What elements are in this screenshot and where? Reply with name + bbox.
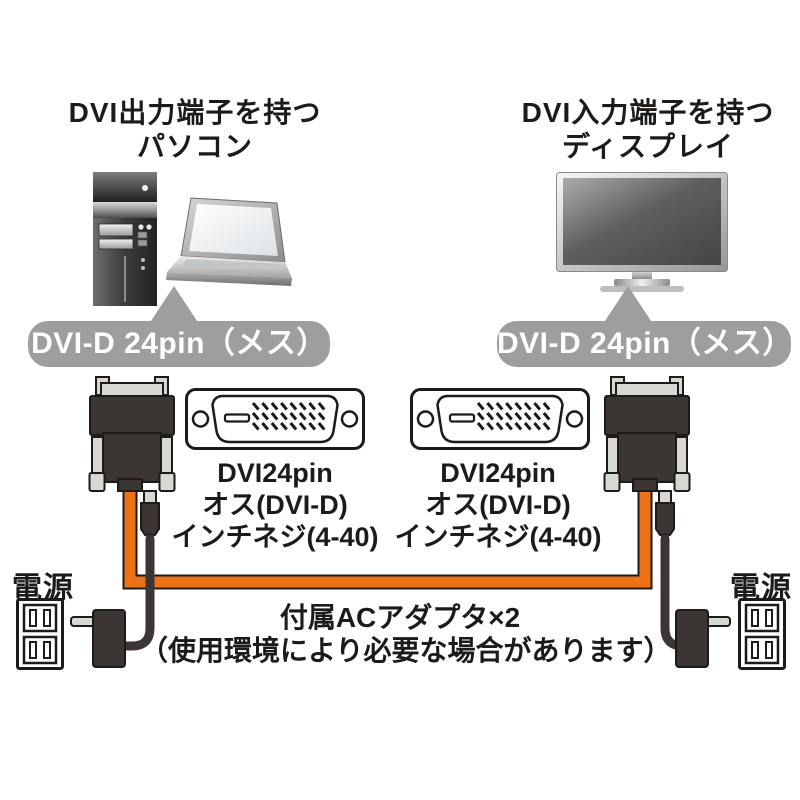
plug-spec-left-line2: オス(DVI-D) (202, 490, 348, 520)
ac-adapter-note-line2: （使用環境により必要な場合があります） (140, 635, 672, 666)
ac-adapter-left (70, 609, 126, 668)
dc-cable-left (121, 538, 155, 651)
source-device-title: DVI出力端子を持つ パソコン (40, 96, 350, 164)
monitor-icon (556, 172, 728, 292)
dvi-cable (122, 485, 653, 590)
outlet-right (738, 598, 786, 670)
dvi-faceplate-right (410, 388, 590, 450)
plug-spec-right-line2: オス(DVI-D) (425, 490, 571, 520)
connector-label-right: DVI-D 24pin（メス） (497, 321, 792, 367)
display-device-title-line2: ディスプレイ (561, 131, 735, 162)
dvi-plug-side-right (603, 376, 691, 492)
laptop-icon (166, 197, 292, 286)
dvi-plug-side-left (88, 376, 176, 492)
plug-spec-right: DVI24pin オス(DVI-D) インチネジ(4-40) (373, 457, 623, 553)
ac-adapter-right (675, 609, 731, 668)
callout-arrow-left (149, 286, 199, 324)
source-device-title-line2: パソコン (136, 131, 253, 162)
ac-adapter-note: 付属ACアダプタ×2 （使用環境により必要な場合があります） (140, 601, 672, 667)
callout-arrow-right (603, 286, 653, 324)
dc-plug-right (655, 490, 675, 547)
outlet-left (16, 598, 64, 670)
plug-spec-right-line3: インチネジ(4-40) (394, 522, 602, 552)
dc-plug-left (140, 490, 160, 547)
plug-spec-left-line3: インチネジ(4-40) (171, 522, 379, 552)
dvi-faceplate-left (185, 388, 365, 450)
ac-adapter-note-line1: 付属ACアダプタ×2 (279, 602, 521, 633)
plug-spec-left: DVI24pin オス(DVI-D) インチネジ(4-40) (150, 457, 400, 553)
source-device-title-line1: DVI出力端子を持つ (68, 97, 322, 128)
plug-spec-left-line1: DVI24pin (217, 458, 333, 488)
pc-tower-icon (93, 172, 157, 306)
display-device-title: DVI入力端子を持つ ディスプレイ (490, 96, 800, 164)
connector-label-left: DVI-D 24pin（メス） (28, 321, 330, 367)
display-device-title-line1: DVI入力端子を持つ (521, 97, 775, 128)
plug-spec-right-line1: DVI24pin (440, 458, 556, 488)
